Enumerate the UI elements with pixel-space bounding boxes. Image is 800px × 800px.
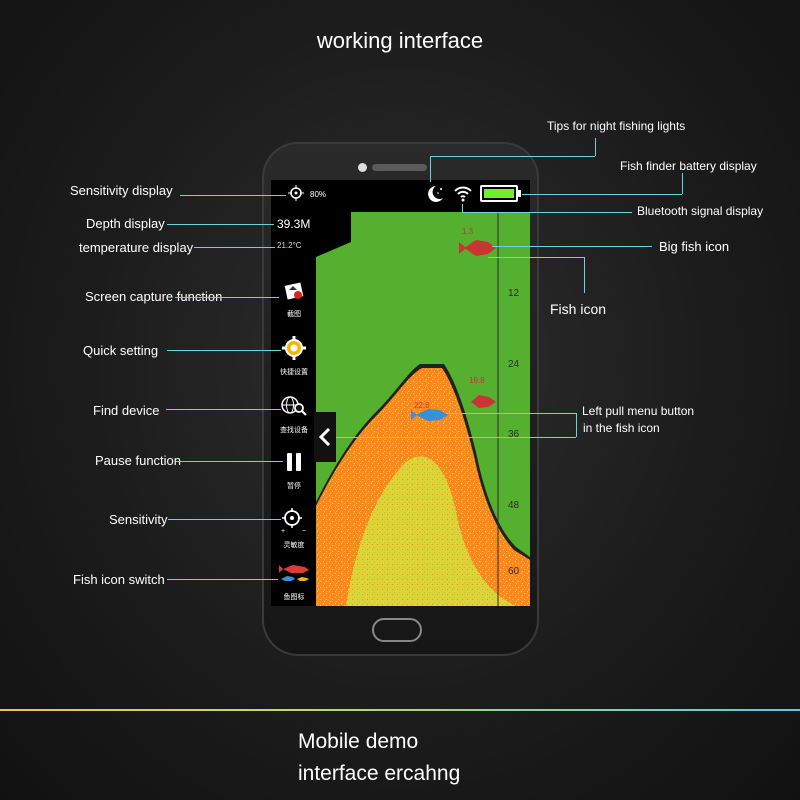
svg-text:+: + [281,528,285,533]
phone-camera [358,163,367,172]
annotation-left-pull-2: in the fish icon [583,421,660,435]
footer-line-2: interface ercahng [298,762,461,785]
annotation-line [522,194,682,195]
battery-icon [480,185,518,202]
pause-button[interactable]: 暂停 [274,450,314,491]
sensitivity-button[interactable]: +− 灵敏度 [274,507,314,550]
quick-setting-button[interactable]: 快捷设置 [274,336,314,377]
annotation-line [167,224,274,225]
annotation-line [430,156,431,182]
annotation-line [682,173,683,194]
depth-tick: 24 [508,359,520,370]
annotation-quick-setting: Quick setting [83,343,159,358]
left-pull-menu-button[interactable] [314,412,336,462]
divider-line [0,709,800,711]
svg-text:22.6: 22.6 [414,401,430,410]
svg-text:19.8: 19.8 [469,376,485,385]
annotation-line [180,195,286,196]
sidebar-label: 鱼图标 [283,594,305,601]
globe-search-icon [281,396,307,416]
annotation-line [336,437,576,438]
annotation-line [595,138,596,156]
annotation-line [176,461,283,462]
annotation-line [168,519,281,520]
camera-icon [284,282,304,300]
annotation-line [462,204,463,212]
battery-tip [518,190,521,197]
sonar-corner-mask [316,212,530,262]
temperature-value: 21.2°C [277,241,302,250]
annotation-depth-display: Depth display [86,216,165,231]
sidebar-label: 快捷设置 [280,369,308,376]
annotation-line [462,212,632,213]
annotation-line [194,247,275,248]
annotation-line [167,350,281,351]
svg-text:1.3: 1.3 [462,227,474,236]
annotation-line [576,413,577,437]
gear-icon [282,336,306,360]
screen-capture-button[interactable]: 截图 [274,278,314,319]
sidebar-label: 灵敏度 [283,542,305,549]
annotation-line [584,257,585,293]
home-button[interactable] [372,618,422,642]
annotation-fish-icon-switch: Fish icon switch [73,572,165,587]
annotation-sensitivity: Sensitivity [109,512,168,527]
terrain-layer [346,456,516,606]
annotation-find-device: Find device [93,403,160,418]
page-heading: working interface [316,28,484,53]
find-device-button[interactable]: 查找设备 [274,394,314,435]
annotation-line [430,156,595,157]
depth-value: 39.3M [277,217,311,231]
big-fish-icon: 1.3 [459,227,496,256]
annotation-line [447,413,577,414]
svg-text:−: − [302,528,306,533]
depth-tick: 60 [508,566,520,577]
crosshair-icon: +− [281,508,306,535]
night-light-icon[interactable] [424,183,446,205]
fish-icon: 22.6 [411,401,448,421]
annotation-line [175,297,279,298]
fish-icon: 19.8 [469,376,496,408]
annotation-line [492,246,652,247]
sonar-display: 12 24 36 48 60 1.3 19.8 22.6 [316,212,530,606]
fish-icon [279,565,309,581]
annotation-line [167,579,278,580]
annotation-battery: Fish finder battery display [620,159,757,173]
depth-tick: 48 [508,500,520,511]
sidebar-label: 截图 [287,311,301,318]
sidebar-label: 查找设备 [280,427,308,434]
footer-line-1: Mobile demo [298,730,419,753]
annotation-left-pull-1: Left pull menu button [582,404,695,418]
phone-speaker [372,164,427,171]
sidebar-label: 暂停 [287,483,301,490]
annotation-night-lights: Tips for night fishing lights [547,119,686,133]
annotation-sensitivity-display: Sensitivity display [70,183,173,198]
crosshair-icon [288,185,304,201]
annotation-line [166,409,281,410]
bluetooth-signal-icon [454,186,472,202]
pause-icon [287,453,301,471]
annotation-fish-icon: Fish icon [550,301,607,317]
annotation-screen-capture: Screen capture function [85,289,223,304]
fish-icon-switch-button[interactable]: 鱼图标 [274,563,314,602]
depth-tick: 36 [508,429,520,440]
annotation-big-fish: Big fish icon [659,239,730,254]
chevron-left-icon [319,428,331,446]
annotation-line [488,257,584,258]
annotation-pause: Pause function [95,453,182,468]
sensitivity-value: 80% [310,190,327,199]
annotation-temperature-display: temperature display [79,240,194,255]
annotation-bluetooth: Bluetooth signal display [637,204,764,218]
depth-tick: 12 [508,288,520,299]
